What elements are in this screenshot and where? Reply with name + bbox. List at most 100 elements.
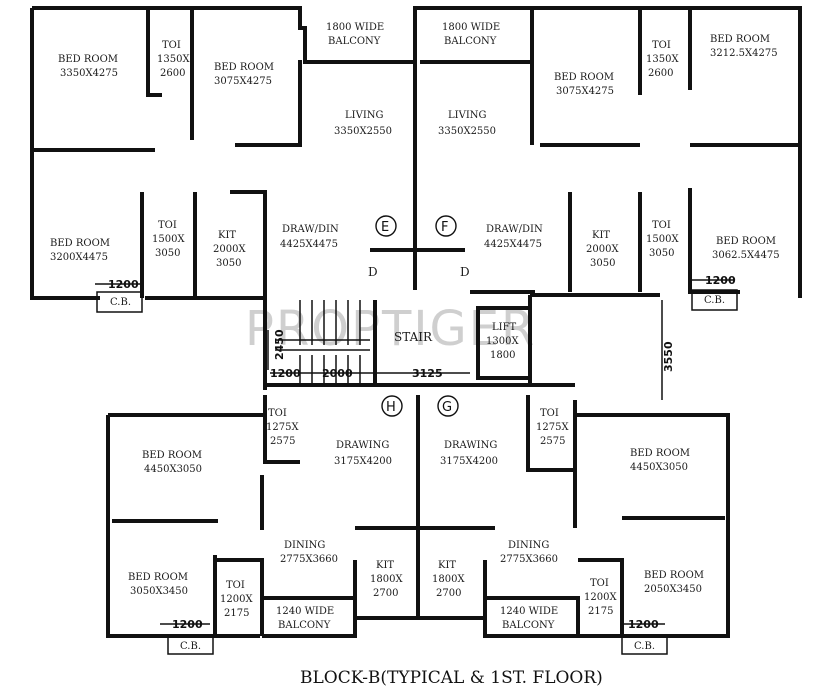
f-toi1-h: 2600 bbox=[648, 68, 673, 79]
f-balcony-2: BALCONY bbox=[444, 36, 497, 47]
svg-text:F: F bbox=[441, 220, 448, 235]
f-cb: C.B. bbox=[704, 295, 725, 306]
h-balcony-2: BALCONY bbox=[278, 620, 331, 631]
h-toi1-h: 2575 bbox=[270, 436, 295, 447]
g-drawing-name: DRAWING bbox=[444, 440, 497, 451]
walls bbox=[30, 6, 802, 638]
f-living-name: LIVING bbox=[448, 110, 487, 121]
g-bed1-size: 4450X3050 bbox=[630, 462, 688, 473]
f-balcony-1: 1800 WIDE bbox=[442, 22, 500, 33]
h-bed2-size: 3050X3450 bbox=[130, 586, 188, 597]
f-bed1-name: BED ROOM bbox=[554, 72, 614, 83]
g-balcony-1: 1240 WIDE bbox=[500, 606, 558, 617]
h-kit-h: 2700 bbox=[373, 588, 398, 599]
h-toi2-w: 1200X bbox=[220, 594, 253, 605]
e-toi1-w: 1350X bbox=[157, 54, 190, 65]
g-bed2-size: 2050X3450 bbox=[644, 584, 702, 595]
e-bed2-name: BED ROOM bbox=[214, 62, 274, 73]
g-toi1-name: TOI bbox=[540, 408, 559, 419]
e-toi2-name: TOI bbox=[158, 220, 177, 231]
flat-marker-h: H bbox=[381, 395, 403, 417]
flat-marker-f: F bbox=[435, 215, 457, 237]
f-draw-name: DRAW/DIN bbox=[486, 224, 543, 235]
flat-G-labels: DRAWING 3175X4200 TOI 1275X 2575 BED ROO… bbox=[432, 408, 704, 652]
g-toi2-name: TOI bbox=[590, 578, 609, 589]
h-drawing-size: 3175X4200 bbox=[334, 456, 392, 467]
e-draw-name: DRAW/DIN bbox=[282, 224, 339, 235]
h-balcony-1: 1240 WIDE bbox=[276, 606, 334, 617]
e-living-size: 3350X2550 bbox=[334, 126, 392, 137]
f-bed3-name: BED ROOM bbox=[716, 236, 776, 247]
e-bed1-size: 3350X4275 bbox=[60, 68, 118, 79]
g-drawing-size: 3175X4200 bbox=[440, 456, 498, 467]
e-toi2-w: 1500X bbox=[152, 234, 185, 245]
dimension-labels: 1200 1200 1200 2000 3125 2450 3550 1200 … bbox=[108, 274, 736, 631]
dim-1200-f: 1200 bbox=[705, 274, 736, 287]
stair-label: STAIR bbox=[394, 330, 433, 344]
e-toi2-h: 3050 bbox=[155, 248, 180, 259]
lift-h: 1800 bbox=[490, 350, 515, 361]
f-kit-name: KIT bbox=[592, 230, 610, 241]
flat-H-labels: TOI 1275X 2575 BED ROOM 4450X3050 DRAWIN… bbox=[128, 408, 403, 652]
f-toi2-w: 1500X bbox=[646, 234, 679, 245]
dim-1200-e: 1200 bbox=[108, 278, 139, 291]
g-kit-h: 2700 bbox=[436, 588, 461, 599]
g-dining-size: 2775X3660 bbox=[500, 554, 558, 565]
flat-F-labels: 1800 WIDE BALCONY LIVING 3350X2550 BED R… bbox=[438, 22, 780, 306]
f-draw-size: 4425X4475 bbox=[484, 239, 542, 250]
svg-text:G: G bbox=[442, 400, 452, 415]
g-bed1-name: BED ROOM bbox=[630, 448, 690, 459]
f-living-size: 3350X2550 bbox=[438, 126, 496, 137]
f-kit-w: 2000X bbox=[586, 244, 619, 255]
door-mark-right: D bbox=[460, 265, 470, 279]
dim-1200-h: 1200 bbox=[172, 618, 203, 631]
h-toi2-name: TOI bbox=[226, 580, 245, 591]
watermark: PROPTIGER bbox=[245, 301, 536, 357]
f-bed2-name: BED ROOM bbox=[710, 34, 770, 45]
lift-name: LIFT bbox=[492, 322, 517, 333]
core-labels: STAIR LIFT 1300X 1800 D D bbox=[368, 265, 519, 361]
g-toi2-h: 2175 bbox=[588, 606, 613, 617]
h-kit-w: 1800X bbox=[370, 574, 403, 585]
f-toi2-h: 3050 bbox=[649, 248, 674, 259]
g-bed2-name: BED ROOM bbox=[644, 570, 704, 581]
h-dining-name: DINING bbox=[284, 540, 325, 551]
e-cb: C.B. bbox=[110, 297, 131, 308]
e-kit-h: 3050 bbox=[216, 258, 241, 269]
e-toi1-h: 2600 bbox=[160, 68, 185, 79]
plan-title: BLOCK-B(TYPICAL & 1ST. FLOOR) bbox=[300, 668, 603, 688]
e-bed1-name: BED ROOM bbox=[58, 54, 118, 65]
e-bed2-size: 3075X4275 bbox=[214, 76, 272, 87]
f-bed1-size: 3075X4275 bbox=[556, 86, 614, 97]
flat-marker-e: E bbox=[375, 215, 397, 237]
e-balcony-1: 1800 WIDE bbox=[326, 22, 384, 33]
dim-2450: 2450 bbox=[273, 329, 286, 360]
svg-text:H: H bbox=[386, 400, 396, 415]
e-kit-w: 2000X bbox=[213, 244, 246, 255]
e-bed3-name: BED ROOM bbox=[50, 238, 110, 249]
f-toi2-name: TOI bbox=[652, 220, 671, 231]
e-kit-name: KIT bbox=[218, 230, 236, 241]
g-toi1-h: 2575 bbox=[540, 436, 565, 447]
svg-text:E: E bbox=[381, 220, 389, 235]
g-kit-w: 1800X bbox=[432, 574, 465, 585]
h-toi1-w: 1275X bbox=[266, 422, 299, 433]
stair-treads bbox=[275, 300, 370, 385]
h-bed2-name: BED ROOM bbox=[128, 572, 188, 583]
f-bed3-size: 3062.5X4475 bbox=[712, 250, 780, 261]
g-toi2-w: 1200X bbox=[584, 592, 617, 603]
h-drawing-name: DRAWING bbox=[336, 440, 389, 451]
h-dining-size: 2775X3660 bbox=[280, 554, 338, 565]
h-toi2-h: 2175 bbox=[224, 608, 249, 619]
f-toi1-w: 1350X bbox=[646, 54, 679, 65]
g-balcony-2: BALCONY bbox=[502, 620, 555, 631]
h-kit-name: KIT bbox=[376, 560, 394, 571]
g-dining-name: DINING bbox=[508, 540, 549, 551]
dim-1200-core: 1200 bbox=[270, 367, 301, 380]
dim-3125: 3125 bbox=[412, 367, 443, 380]
g-kit-name: KIT bbox=[438, 560, 456, 571]
h-bed1-name: BED ROOM bbox=[142, 450, 202, 461]
flat-marker-g: G bbox=[437, 395, 459, 417]
lift-w: 1300X bbox=[486, 336, 519, 347]
